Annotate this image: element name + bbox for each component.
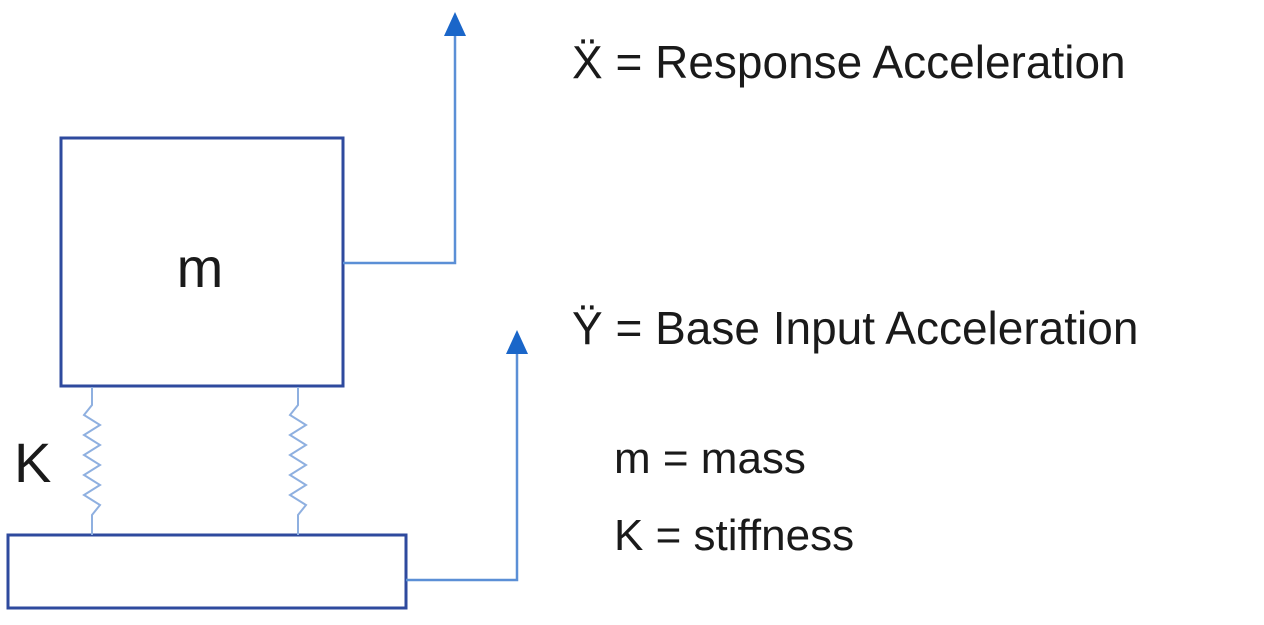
spring-left <box>82 387 102 535</box>
stiffness-definition: K = stiffness <box>614 511 854 560</box>
mass-definition: m = mass <box>614 434 806 483</box>
mass-label: m <box>177 236 224 299</box>
response-arrowhead-icon <box>444 12 466 36</box>
spring-right <box>288 387 308 535</box>
base-input-arrowhead-icon <box>506 330 528 354</box>
base-plate <box>6 533 408 610</box>
response-arrow-line <box>343 30 457 265</box>
base-input-acceleration-legend: Ÿ = Base Input Acceleration <box>572 302 1138 354</box>
spring-label: K <box>14 431 51 494</box>
response-acceleration-legend: Ẍ = Response Acceleration <box>572 36 1126 88</box>
base-input-arrow-line <box>406 348 519 582</box>
mass-box <box>59 136 345 388</box>
